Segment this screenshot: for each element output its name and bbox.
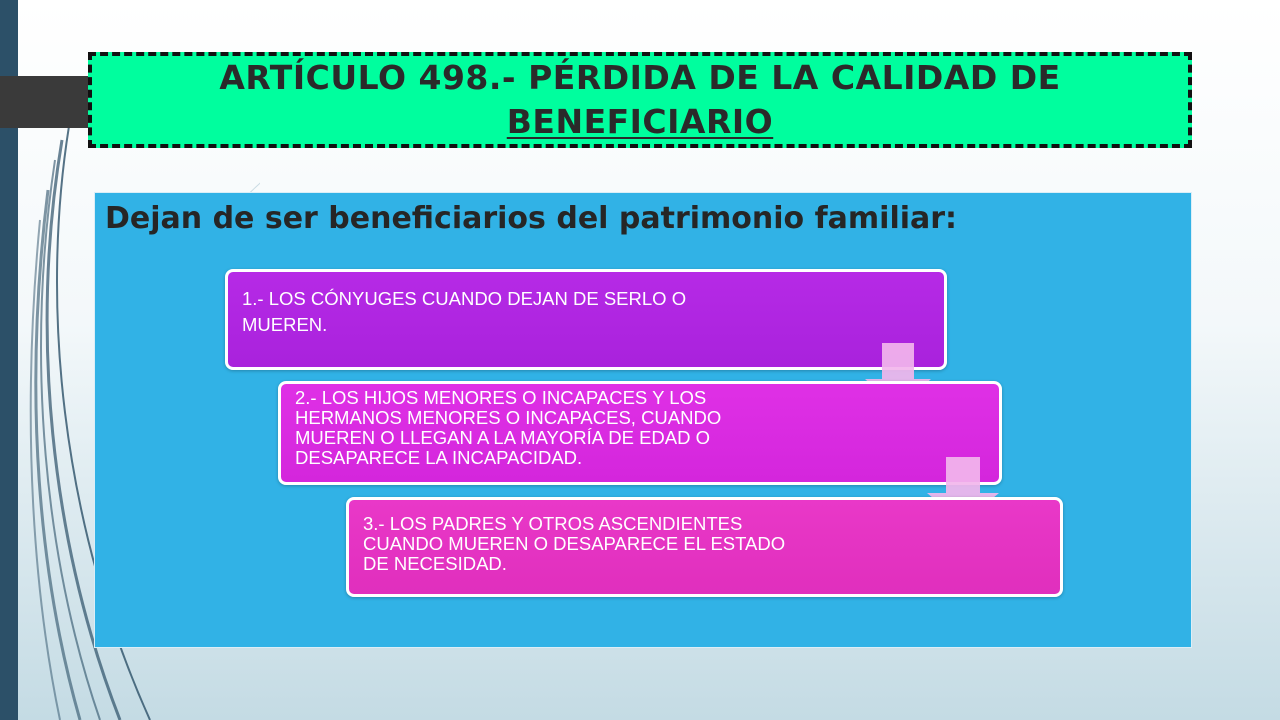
left-accent-strip <box>0 0 18 720</box>
step-2-line: MUEREN O LLEGAN A LA MAYORÍA DE EDAD O <box>295 427 711 448</box>
step-3-line: 3.- LOS PADRES Y OTROS ASCENDIENTES <box>363 513 743 534</box>
step-2-line: HERMANOS MENORES O INCAPACES, CUANDO <box>295 407 722 428</box>
title-banner: ARTÍCULO 498.- PÉRDIDA DE LA CALIDAD DE … <box>88 52 1192 148</box>
step-box-1: 1.- LOS CÓNYUGES CUANDO DEJAN DE SERLO O… <box>225 269 947 370</box>
title-line-2: BENEFICIARIO <box>506 102 774 141</box>
step-1-line: MUEREN. <box>242 314 328 335</box>
panel-subtitle: Dejan de ser beneficiarios del patrimoni… <box>105 201 958 236</box>
step-2-line: 2.- LOS HIJOS MENORES O INCAPACES Y LOS <box>295 387 707 408</box>
content-panel: Dejan de ser beneficiarios del patrimoni… <box>94 192 1192 648</box>
step-box-2: 2.- LOS HIJOS MENORES O INCAPACES Y LOS … <box>278 381 1002 485</box>
title-tab-marker <box>0 76 88 128</box>
step-3-line: DE NECESIDAD. <box>363 553 507 574</box>
step-3-line: CUANDO MUEREN O DESAPARECE EL ESTADO <box>363 533 786 554</box>
step-2-line: DESAPARECE LA INCAPACIDAD. <box>295 447 583 468</box>
step-box-3: 3.- LOS PADRES Y OTROS ASCENDIENTES CUAN… <box>346 497 1063 597</box>
step-1-line: 1.- LOS CÓNYUGES CUANDO DEJAN DE SERLO O <box>242 288 687 309</box>
page-title: ARTÍCULO 498.- PÉRDIDA DE LA CALIDAD DE … <box>219 56 1060 144</box>
title-line-1: ARTÍCULO 498.- PÉRDIDA DE LA CALIDAD DE <box>219 58 1061 97</box>
